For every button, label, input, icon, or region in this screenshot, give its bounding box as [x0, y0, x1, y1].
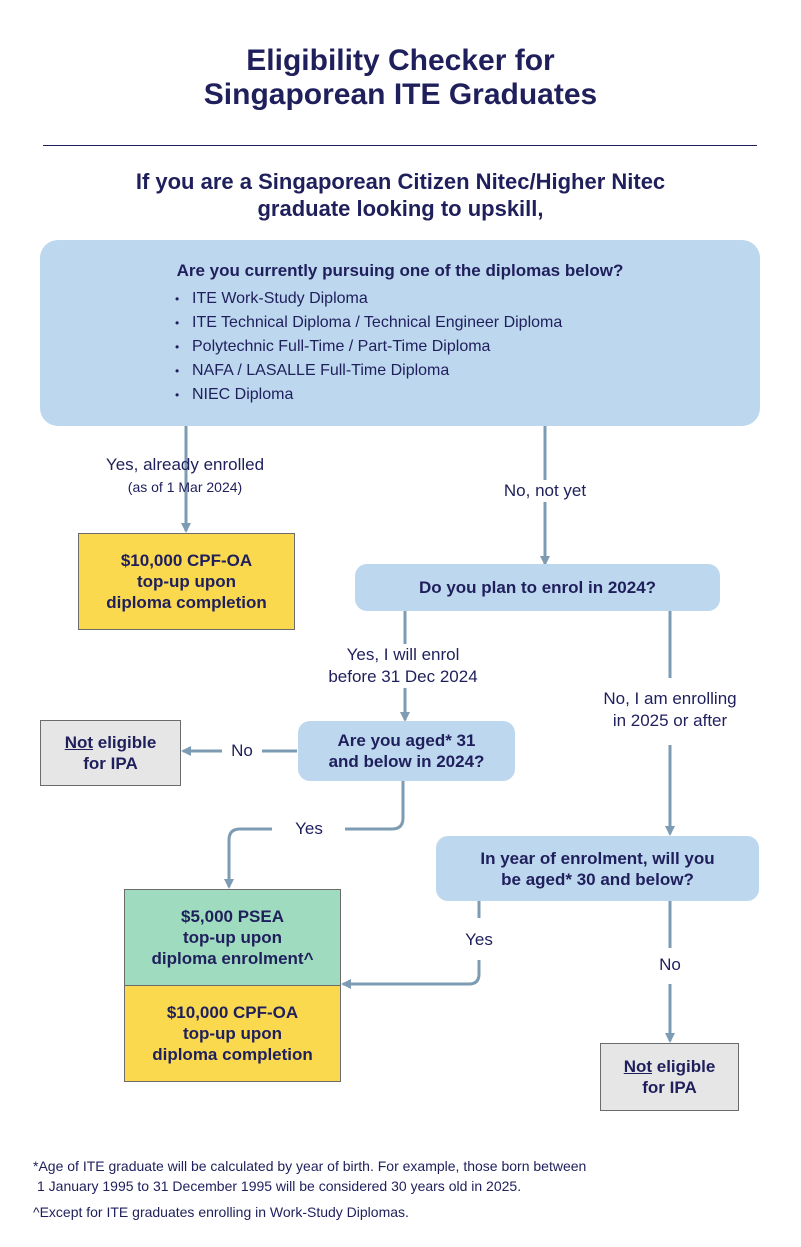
intro-subtitle: If you are a Singaporean Citizen Nitec/H… [135, 169, 666, 221]
footnote-age: *Age of ITE graduate will be calculated … [33, 1158, 587, 1194]
reward-cpf-oa-top-up-combined: $10,000 CPF-OA top-up upon diploma compl… [124, 985, 341, 1082]
footnotes: *Age of ITE graduate will be calculated … [33, 1156, 773, 1228]
diploma-item: ITE Technical Diploma / Technical Engine… [175, 311, 562, 335]
connector-q4-to-rewards [343, 901, 481, 984]
question-current-diploma-text: Are you currently pursuing one of the di… [176, 261, 624, 280]
label-yes-age-31: Yes [295, 819, 323, 838]
page-title: Eligibility Checker for Singaporean ITE … [203, 44, 598, 111]
not-eligible-box-under-31: Not eligible for IPA [40, 720, 181, 786]
diploma-item: NIEC Diploma [175, 383, 562, 407]
label-yes-enrolled: Yes, already enrolled (as of 1 Mar 2024) [105, 455, 265, 495]
reward-psea-top-up: $5,000 PSEA top-up upon diploma enrolmen… [124, 889, 341, 986]
reward-cpf-oa-top-up: $10,000 CPF-OA top-up upon diploma compl… [78, 533, 295, 630]
not-eligible-box-over-30: Not eligible for IPA [600, 1043, 739, 1111]
question-aged-30-at-enrolment: In year of enrolment, will you be aged* … [436, 836, 759, 901]
diploma-item: Polytechnic Full-Time / Part-Time Diplom… [175, 335, 562, 359]
diploma-list: ITE Work-Study Diploma ITE Technical Dip… [40, 287, 562, 407]
label-no-age-31: No [222, 740, 262, 762]
diploma-item: NAFA / LASALLE Full-Time Diploma [175, 359, 562, 383]
label-no-enrolling-2025: No, I am enrolling in 2025 or after [580, 688, 760, 732]
footnote-except: ^Except for ITE graduates enrolling in W… [33, 1204, 409, 1220]
label-no-age-30: No [659, 955, 681, 974]
question-plan-enrol-2024: Do you plan to enrol in 2024? [355, 564, 720, 611]
question-aged-31: Are you aged* 31 and below in 2024? [298, 721, 515, 781]
connector-q3-to-psea [229, 781, 405, 887]
label-yes-will-enrol: Yes, I will enrol before 31 Dec 2024 [305, 644, 501, 688]
label-yes-age-30: Yes [465, 930, 493, 949]
diploma-item: ITE Work-Study Diploma [175, 287, 562, 311]
question-current-diploma: Are you currently pursuing one of the di… [40, 240, 760, 426]
label-no-not-yet: No, not yet [470, 480, 620, 502]
title-divider [43, 145, 757, 146]
